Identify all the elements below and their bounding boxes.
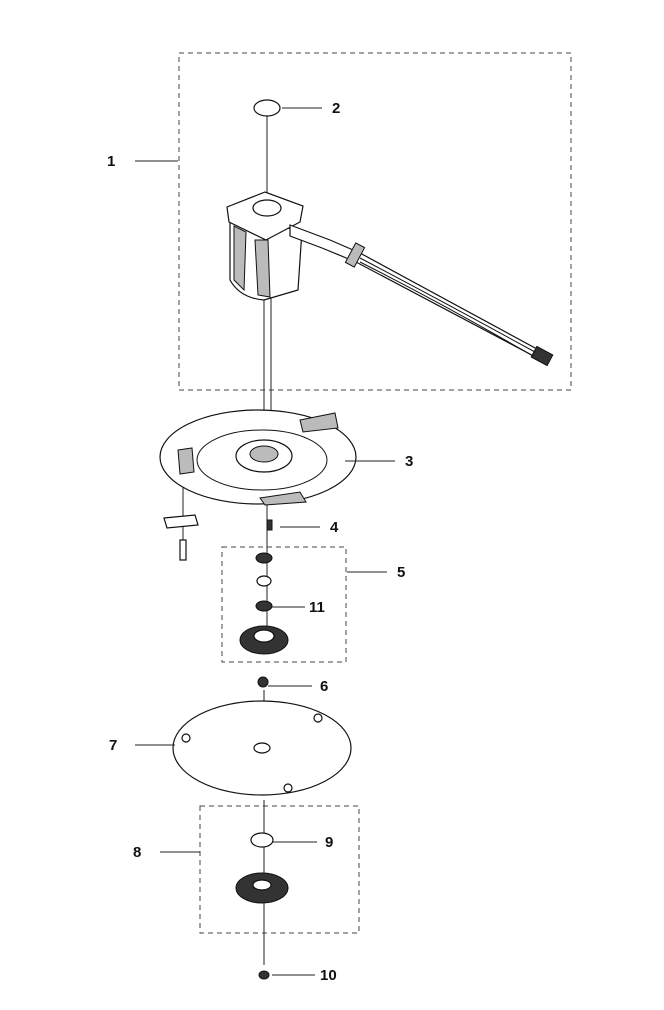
motor-part-1 xyxy=(226,191,554,367)
callout-2: 2 xyxy=(332,100,340,117)
leader-lines xyxy=(135,107,395,976)
bearing-part-11 xyxy=(255,600,273,612)
callout-5: 5 xyxy=(397,564,405,581)
callout-3: 3 xyxy=(405,453,413,470)
hub-part-8 xyxy=(235,872,289,904)
callout-1: 1 xyxy=(107,153,115,170)
assembly-1-box xyxy=(178,52,572,391)
disc-part-7 xyxy=(172,700,352,796)
screw-part-10 xyxy=(258,970,270,980)
bearing-assembly-part-5 xyxy=(239,552,289,655)
callout-8: 8 xyxy=(133,844,141,861)
callout-4: 4 xyxy=(330,519,339,536)
screw-part-6 xyxy=(257,676,269,688)
assembly-8-box xyxy=(199,805,360,934)
assembly-5-box xyxy=(221,546,347,663)
callout-10: 10 xyxy=(320,967,337,984)
plate-part-3 xyxy=(159,409,357,561)
callout-11: 11 xyxy=(309,599,325,616)
callout-9: 9 xyxy=(325,834,333,851)
screw-part-4 xyxy=(266,519,273,531)
ring-part-9 xyxy=(250,832,274,848)
callout-7: 7 xyxy=(109,737,117,754)
o-ring-part-2 xyxy=(253,99,281,117)
callout-6: 6 xyxy=(320,678,328,695)
